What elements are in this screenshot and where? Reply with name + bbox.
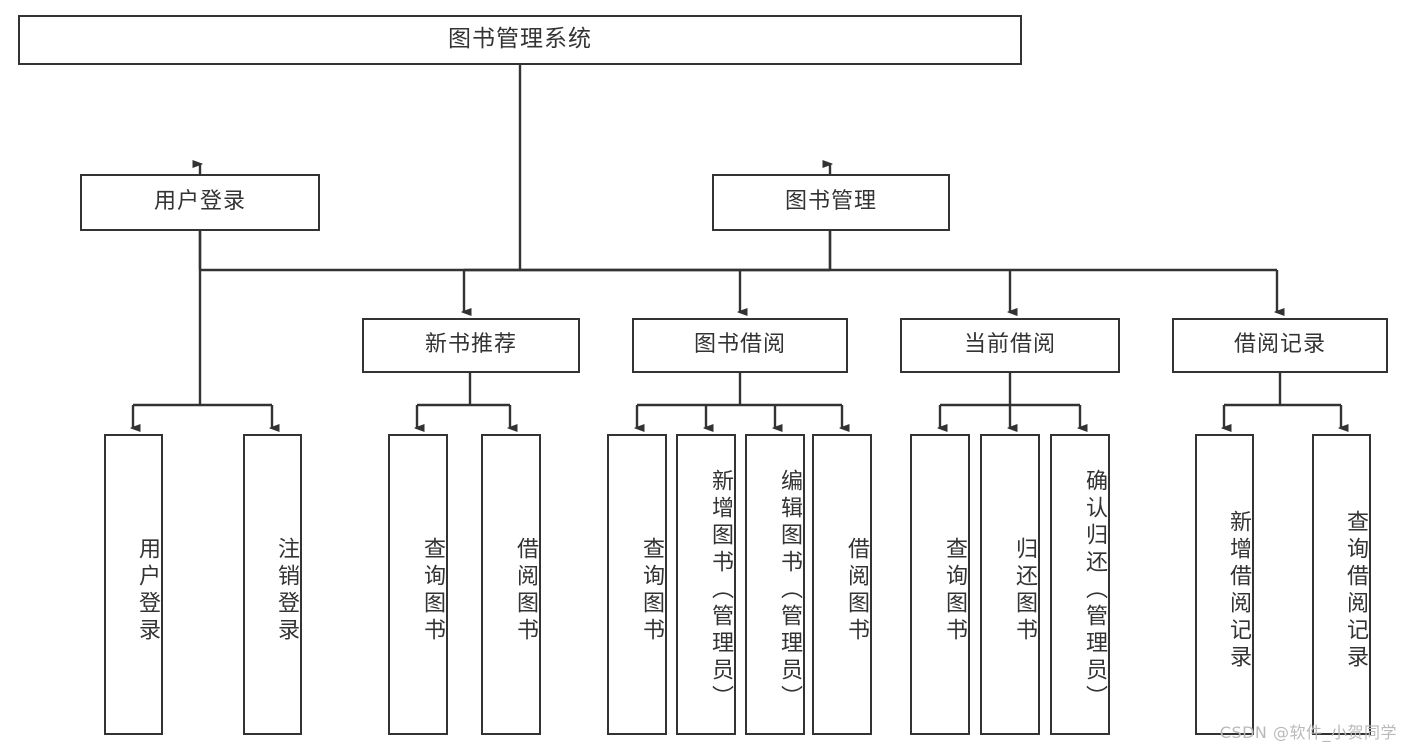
node-borrow-record[interactable]: 借阅记录: [1172, 318, 1388, 373]
node-leaf-borrow-book-recommend[interactable]: 借阅图书: [481, 434, 541, 735]
node-label: 新增图书（管理员）: [708, 469, 733, 712]
node-label: 归还图书: [1012, 536, 1037, 645]
node-leaf-return-book[interactable]: 归还图书: [980, 434, 1040, 735]
node-user-login[interactable]: 用户登录: [80, 174, 320, 231]
node-label: 图书管理: [784, 189, 877, 215]
node-leaf-query-book-current[interactable]: 查询图书: [910, 434, 970, 735]
node-label: 查询借阅记录: [1343, 509, 1368, 672]
node-leaf-borrow-book[interactable]: 借阅图书: [812, 434, 872, 735]
node-label: 查询图书: [420, 536, 445, 645]
node-label: 借阅图书: [513, 536, 538, 645]
node-label: 编辑图书（管理员）: [777, 469, 802, 712]
node-leaf-add-book-admin[interactable]: 新增图书（管理员）: [676, 434, 736, 735]
node-current-borrow[interactable]: 当前借阅: [900, 318, 1120, 373]
node-book-borrow[interactable]: 图书借阅: [632, 318, 848, 373]
node-leaf-query-book-recommend[interactable]: 查询图书: [388, 434, 448, 735]
node-leaf-confirm-return-admin[interactable]: 确认归还（管理员）: [1050, 434, 1110, 735]
node-label: 查询图书: [639, 536, 664, 645]
node-label: 借阅记录: [1233, 332, 1326, 358]
node-new-book-recommend[interactable]: 新书推荐: [362, 318, 580, 373]
watermark-text: CSDN @软件_小贺同学: [1219, 723, 1397, 742]
node-label: 用户登录: [153, 189, 246, 215]
node-label: 确认归还（管理员）: [1082, 469, 1107, 712]
node-label: 新书推荐: [424, 332, 517, 358]
node-leaf-edit-book-admin[interactable]: 编辑图书（管理员）: [745, 434, 805, 735]
node-label: 当前借阅: [963, 332, 1056, 358]
node-label: 查询图书: [942, 536, 967, 645]
node-label: 图书管理系统: [448, 26, 592, 53]
node-label: 图书借阅: [693, 332, 786, 358]
node-leaf-logout[interactable]: 注销登录: [243, 434, 302, 735]
node-leaf-add-borrow-record[interactable]: 新增借阅记录: [1195, 434, 1254, 735]
node-leaf-query-book[interactable]: 查询图书: [607, 434, 667, 735]
node-root-book-management-system[interactable]: 图书管理系统: [18, 15, 1022, 65]
node-label: 用户登录: [135, 536, 160, 645]
node-leaf-user-login[interactable]: 用户登录: [104, 434, 163, 735]
node-leaf-query-borrow-record[interactable]: 查询借阅记录: [1312, 434, 1371, 735]
node-label: 新增借阅记录: [1226, 509, 1251, 672]
node-label: 借阅图书: [844, 536, 869, 645]
node-label: 注销登录: [274, 536, 299, 645]
node-book-management[interactable]: 图书管理: [712, 174, 950, 231]
